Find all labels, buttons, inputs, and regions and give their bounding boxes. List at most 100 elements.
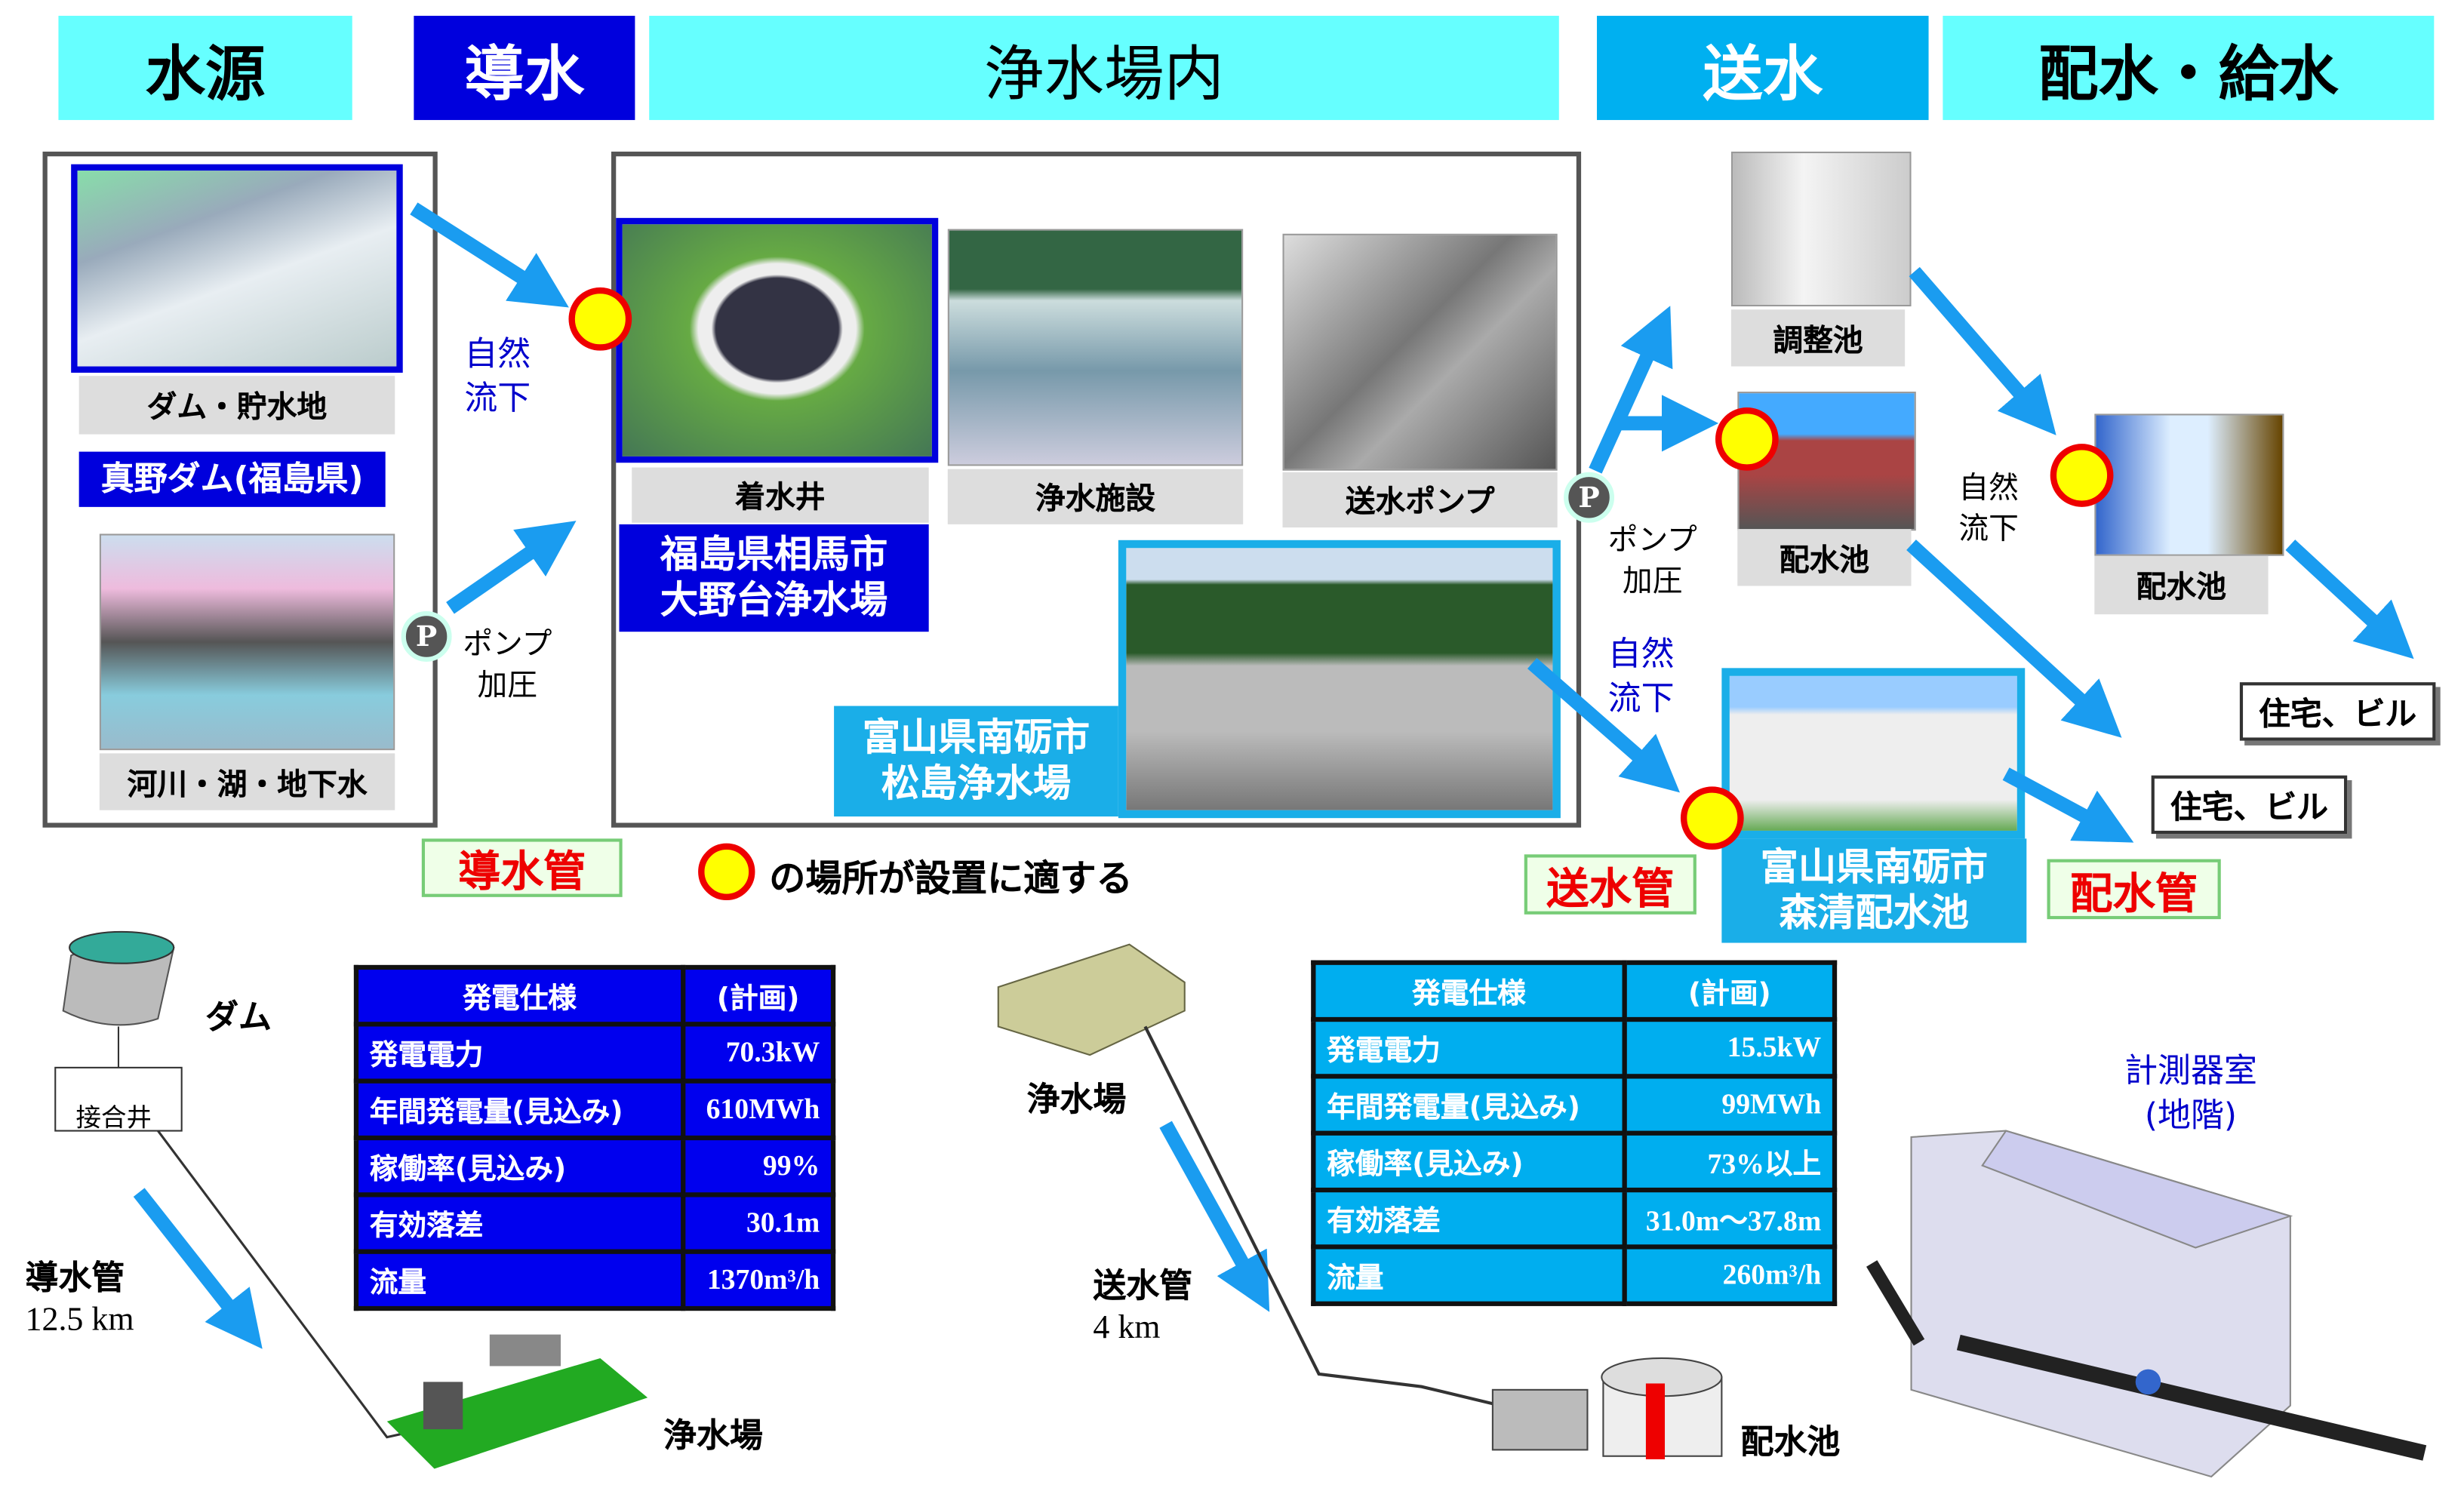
morisei-pond-photo <box>1721 668 2026 839</box>
treatment-label: 浄水施設 <box>947 469 1244 524</box>
row-label: 年間発電量(見込み) <box>353 1078 686 1141</box>
note-line: (地階) <box>2144 1096 2238 1135</box>
dam-label: ダム・貯水地 <box>78 376 395 435</box>
matsushima-plant-label: 富山県南砺市松島浄水場 <box>834 706 1118 817</box>
distribution-pond2-photo <box>2094 414 2284 556</box>
arrow <box>1906 540 2122 738</box>
header-cell: (計画) <box>1622 960 1838 1022</box>
note-line: ポンプ <box>463 626 552 662</box>
receiving-well-photo <box>616 217 939 463</box>
plant-diagram-label: 浄水場 <box>663 1416 763 1455</box>
dam-diagram-label: ダム <box>205 998 272 1037</box>
note-line: 自然 <box>1958 470 2019 506</box>
note-line: 流下 <box>1958 511 2019 546</box>
row-label: 発電電力 <box>1311 1016 1627 1079</box>
row-label: 有効落差 <box>1311 1187 1627 1250</box>
row-label: 有効落差 <box>353 1192 686 1254</box>
arrow <box>410 202 569 308</box>
label-line: 森清配水池 <box>1779 890 1969 936</box>
conveyance-pipe-label: 導水管 <box>421 838 623 897</box>
table-row: 稼働率(見込み)99% <box>353 1135 836 1197</box>
arrow <box>1589 306 1673 474</box>
source-frame <box>42 151 438 828</box>
install-marker <box>568 287 632 351</box>
arrow <box>1909 266 2056 435</box>
arrow <box>2285 540 2414 659</box>
label-line: 松島浄水場 <box>881 761 1072 806</box>
header-cell: 発電仕様 <box>1311 960 1627 1022</box>
river-label: 河川・湖・地下水 <box>99 753 395 810</box>
dam-photo <box>71 164 403 373</box>
note-line: 流下 <box>464 380 531 418</box>
row-value: 70.3kW <box>681 1022 836 1084</box>
header-cell: 発電仕様 <box>353 964 686 1027</box>
arrow <box>446 521 577 614</box>
junction-well-label: 接合井 <box>75 1102 152 1133</box>
transmission-pipe-diagram-label: 送水管 <box>1093 1266 1193 1305</box>
pump-photo <box>1282 233 1558 471</box>
pond-diagram-label: 配水池 <box>1740 1422 1841 1462</box>
pump-note: ポンプ加圧 <box>463 626 552 706</box>
row-label: 稼働率(見込み) <box>353 1135 686 1197</box>
arrow <box>2002 767 2134 843</box>
label-line: 富山県南砺市 <box>1760 845 1989 890</box>
row-label: 年間発電量(見込み) <box>1311 1074 1627 1136</box>
row-label: 発電電力 <box>353 1022 686 1084</box>
river-photo <box>99 533 395 751</box>
header-cell: (計画) <box>681 964 836 1027</box>
distribution-pond2-label: 配水池 <box>2094 555 2269 615</box>
meter-room-label: 計測器室 (地階) <box>2124 1049 2257 1139</box>
houses-label-2: 住宅、ビル <box>2151 775 2348 835</box>
pump-p-icon: P <box>1564 472 1615 523</box>
note-line: 加圧 <box>1622 563 1683 598</box>
header-plant: 浄水場内 <box>649 15 1559 121</box>
receiving-well-label: 着水井 <box>632 467 929 523</box>
row-value: 99% <box>681 1135 836 1197</box>
dam-name: 真野ダム(福島県) <box>78 451 386 507</box>
plant-diagram2-label: 浄水場 <box>1026 1080 1127 1118</box>
gravity-note: 自然流下 <box>1608 632 1675 721</box>
row-label: 流量 <box>353 1249 686 1311</box>
header-conveyance: 導水 <box>414 15 635 121</box>
row-value: 15.5kW <box>1622 1016 1838 1079</box>
transmission-length: 4 km <box>1093 1308 1161 1346</box>
meter-room-diagram <box>1866 1130 2427 1478</box>
regulating-pond-photo <box>1730 151 1912 307</box>
install-marker <box>1680 786 1744 850</box>
note-line: 流下 <box>1607 679 1675 718</box>
table-header: 発電仕様(計画) <box>1311 960 1838 1022</box>
row-value: 610MWh <box>681 1078 836 1141</box>
note-line: 計測器室 <box>2124 1051 2257 1090</box>
table-row: 年間発電量(見込み)610MWh <box>353 1078 836 1141</box>
dam-diagram <box>54 930 648 1469</box>
header-distribution: 配水・給水 <box>1943 15 2435 121</box>
label-line: 大野台浄水場 <box>660 578 888 623</box>
table-row: 年間発電量(見込み)99MWh <box>1311 1074 1838 1136</box>
row-value: 31.0m～37.8m <box>1622 1187 1838 1250</box>
plant-diagram <box>997 943 1723 1459</box>
legend-marker <box>698 843 755 901</box>
table-header: 発電仕様(計画) <box>353 964 836 1027</box>
conveyance-length: 12.5 km <box>25 1299 134 1338</box>
install-marker <box>2050 444 2114 507</box>
arrow <box>133 1188 263 1349</box>
regulating-pond-label: 調整池 <box>1730 309 1906 367</box>
houses-label-1: 住宅、ビル <box>2239 682 2436 741</box>
morisei-pond-label: 富山県南砺市森清配水池 <box>1721 838 2027 943</box>
row-value: 73%以上 <box>1622 1130 1838 1193</box>
label-line: 福島県相馬市 <box>660 532 888 577</box>
note-line: ポンプ <box>1607 522 1697 558</box>
install-marker <box>1715 407 1779 471</box>
fukushima-plant-label: 福島県相馬市大野台浄水場 <box>619 524 929 632</box>
treatment-photo <box>947 229 1244 466</box>
row-value: 260m³/h <box>1622 1244 1838 1306</box>
distribution-pipe-label: 配水管 <box>2047 859 2221 920</box>
